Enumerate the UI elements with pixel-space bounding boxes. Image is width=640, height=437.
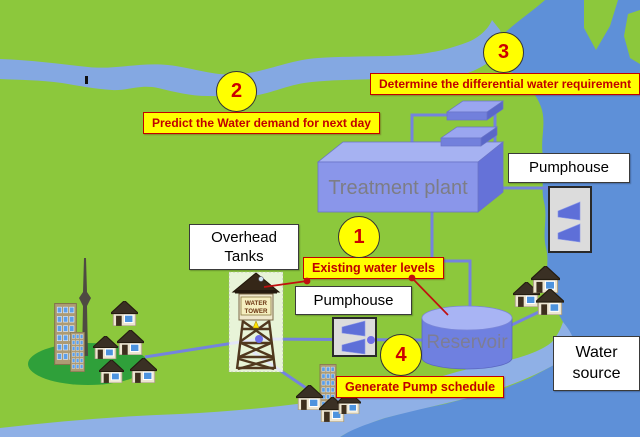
water-tower-sign-line2: TOWER bbox=[245, 308, 268, 315]
water-tower-icon: WATER TOWER bbox=[228, 271, 284, 373]
step2-circle: 2 bbox=[216, 71, 257, 112]
pumphouse-left-text: Pumphouse bbox=[313, 291, 394, 309]
reservoir-label: Reservoir bbox=[426, 332, 508, 353]
treatment-plant-label: Treatment plant bbox=[328, 177, 468, 199]
house-icon bbox=[130, 358, 157, 383]
step3-label: Determine the differential water require… bbox=[370, 73, 640, 95]
step2-label: Predict the Water demand for next day bbox=[143, 112, 380, 134]
pump-icon bbox=[332, 317, 377, 357]
building-icon bbox=[67, 332, 88, 372]
water-source-text: Water source bbox=[572, 343, 621, 382]
treatment-plant: Treatment plant bbox=[316, 141, 505, 213]
reservoir: Reservoir bbox=[421, 305, 513, 370]
lake bbox=[340, 0, 640, 437]
house-icon bbox=[536, 289, 564, 315]
peninsula bbox=[584, 0, 618, 50]
filter-units bbox=[439, 100, 505, 147]
river-marker bbox=[85, 76, 88, 84]
pumphouse-right-label: Pumphouse bbox=[508, 153, 630, 183]
water-tower-sign-line1: WATER bbox=[245, 300, 267, 307]
step1-circle: 1 bbox=[338, 216, 380, 258]
pump-icon bbox=[548, 186, 592, 253]
pumphouse-right-text: Pumphouse bbox=[528, 159, 610, 177]
step3-circle: 3 bbox=[483, 32, 524, 73]
house-icon bbox=[111, 301, 138, 326]
shore-sliver bbox=[624, 10, 640, 64]
house-icon bbox=[93, 336, 118, 359]
step4-label: Generate Pump schedule bbox=[336, 376, 505, 398]
overhead-tanks-text: Overhead Tanks bbox=[211, 228, 277, 266]
step4-circle: 4 bbox=[380, 334, 422, 376]
overhead-tanks-label: Overhead Tanks bbox=[189, 224, 299, 270]
house-icon bbox=[99, 360, 124, 383]
pumphouse-left-label: Pumphouse bbox=[295, 286, 412, 315]
water-source-label: Water source bbox=[553, 336, 640, 391]
step1-label: Existing water levels bbox=[303, 257, 444, 279]
house-icon bbox=[117, 330, 144, 355]
